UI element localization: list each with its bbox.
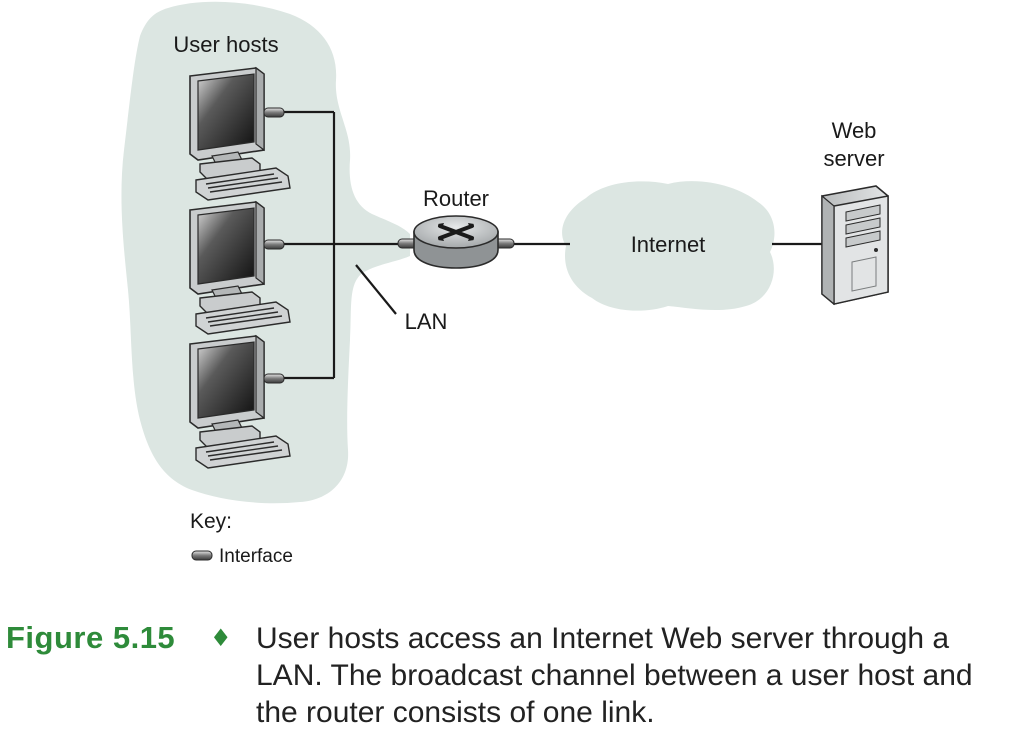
user-host-1: [189, 67, 291, 201]
user-host-2: [189, 201, 291, 335]
lan-pointer-line: [355, 264, 397, 315]
interface-connector-icon: [191, 550, 213, 561]
user-host-3: [189, 335, 291, 469]
lan-label: LAN: [405, 309, 448, 334]
user-hosts-label: User hosts: [173, 32, 278, 57]
legend-key: Key: Interface: [190, 510, 293, 567]
figure-number: Figure 5.15: [6, 620, 176, 655]
key-interface-label: Interface: [219, 546, 293, 567]
interface-connector-icon: [263, 239, 285, 250]
internet-cloud: [562, 181, 775, 311]
network-diagram: User hosts Router Internet Web server LA…: [121, 1, 889, 567]
diamond-bullet-icon: ♦: [210, 624, 232, 652]
router-icon: [413, 215, 499, 269]
lan-cloud: [121, 1, 410, 504]
caption-text: User hosts access an Internet Web server…: [256, 622, 973, 729]
router-label: Router: [423, 186, 489, 211]
web-server-label-line1: Web: [832, 118, 877, 143]
server-tower-icon: [821, 185, 889, 306]
figure-caption: Figure 5.15 ♦ User hosts access an Inter…: [0, 616, 1023, 729]
interface-connector-icon: [263, 107, 285, 118]
lan-wiring: [270, 110, 822, 380]
key-title: Key:: [190, 510, 232, 533]
router: [397, 215, 515, 269]
interface-connector-icon: [263, 373, 285, 384]
web-server: [821, 185, 889, 306]
internet-label: Internet: [631, 232, 706, 257]
web-server-label-line2: server: [823, 146, 884, 171]
